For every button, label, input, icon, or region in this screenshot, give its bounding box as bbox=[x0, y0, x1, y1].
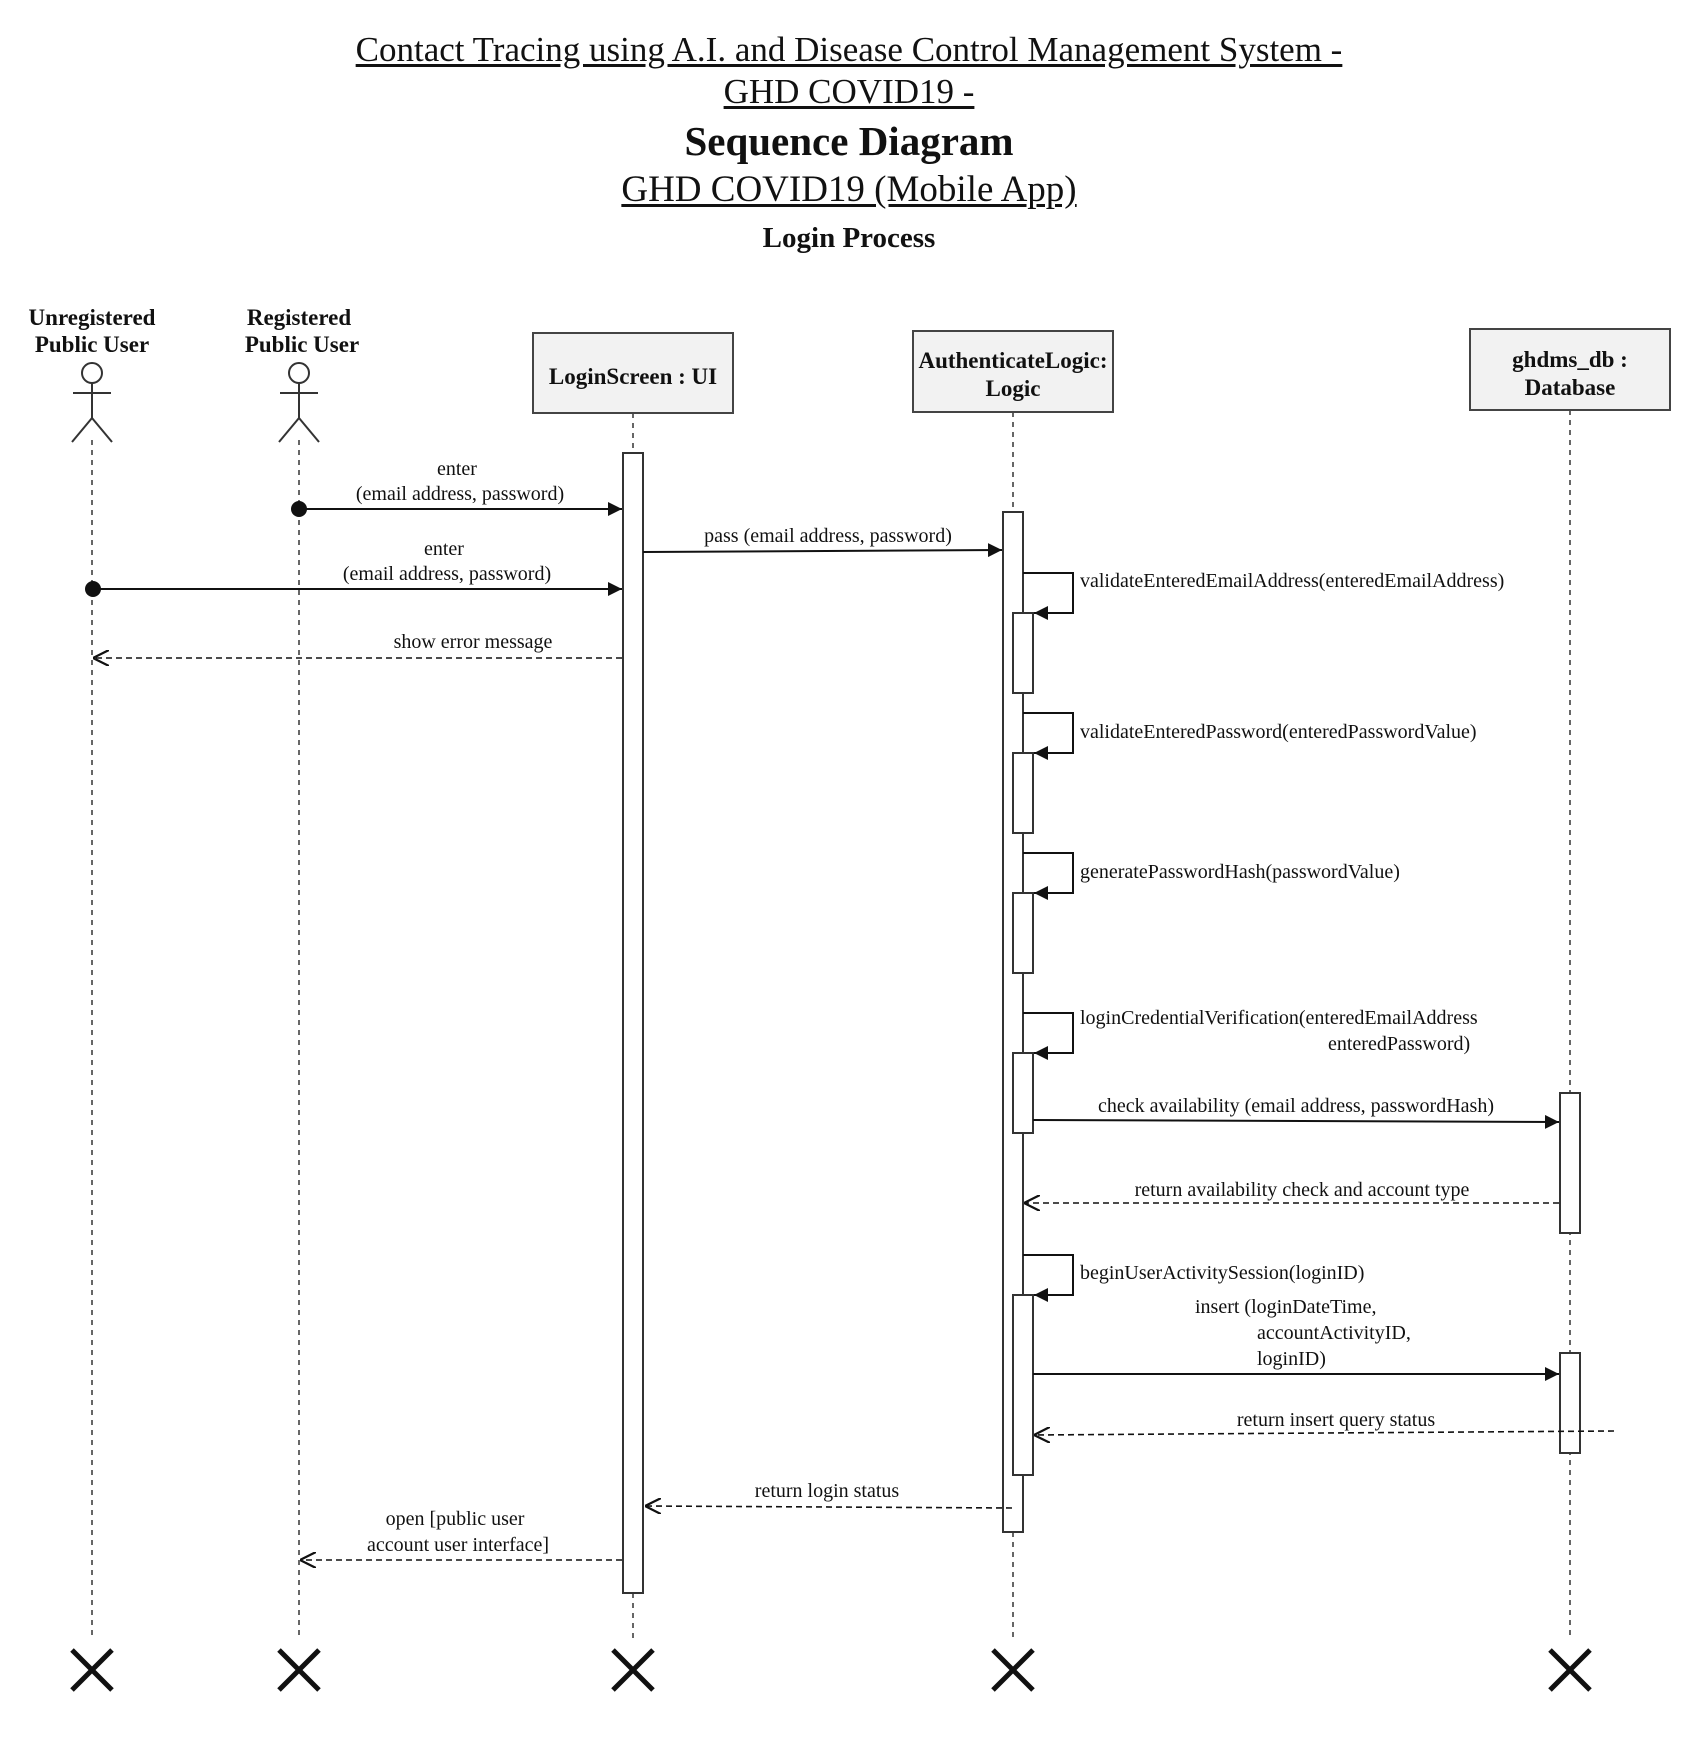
activation-ghdmsdb-1 bbox=[1559, 1092, 1581, 1234]
object-box-loginscreen bbox=[532, 332, 734, 414]
message-label: validateEnteredEmailAddress(enteredEmail… bbox=[1080, 570, 1504, 592]
message-label: insert (loginDateTime, bbox=[1195, 1296, 1376, 1318]
actor-registered-label-1: Registered bbox=[247, 305, 352, 330]
message-label: generatePasswordHash(passwordValue) bbox=[1080, 861, 1400, 883]
message-label: loginID) bbox=[1257, 1348, 1326, 1370]
message-label: account user interface] bbox=[367, 1534, 549, 1556]
message-label: enter bbox=[424, 538, 464, 560]
message-label: return insert query status bbox=[1237, 1409, 1435, 1431]
destroy-icon bbox=[1548, 1648, 1592, 1692]
message-label: open [public user bbox=[386, 1508, 525, 1530]
message-arrow-pass bbox=[642, 543, 1003, 558]
self-call-arrow bbox=[1023, 1012, 1074, 1060]
destroy-icon bbox=[611, 1648, 655, 1692]
activation-authlogic-self-1 bbox=[1012, 612, 1034, 694]
message-label: check availability (email address, passw… bbox=[1098, 1095, 1494, 1117]
activation-authlogic-self-3 bbox=[1012, 892, 1034, 974]
self-call-arrow bbox=[1023, 1254, 1074, 1302]
message-label: return login status bbox=[755, 1480, 900, 1502]
message-label: enter bbox=[437, 458, 477, 480]
actor-registered-label-2: Public User bbox=[245, 332, 359, 357]
message-label: pass (email address, password) bbox=[704, 525, 952, 547]
self-call-arrow bbox=[1023, 712, 1074, 760]
destroy-icon bbox=[277, 1648, 321, 1692]
destroy-icon bbox=[991, 1648, 1035, 1692]
destroy-icon bbox=[70, 1648, 114, 1692]
self-call-arrow bbox=[1023, 852, 1074, 900]
diagram-subtitle: GHD COVID19 (Mobile App) bbox=[621, 169, 1077, 210]
message-label: enteredPassword) bbox=[1328, 1033, 1470, 1055]
message-label: loginCredentialVerification(enteredEmail… bbox=[1080, 1007, 1478, 1029]
object-ghdmsdb-label-2: Database bbox=[1525, 375, 1616, 400]
message-label: beginUserActivitySession(loginID) bbox=[1080, 1262, 1364, 1284]
message-arrow-check-availability bbox=[1032, 1114, 1560, 1129]
object-box-authlogic bbox=[912, 330, 1114, 413]
actor-registered-icon bbox=[278, 362, 320, 443]
message-arrow-return-login-status bbox=[645, 1506, 1013, 1508]
object-authlogic-label-1: AuthenticateLogic: bbox=[918, 348, 1107, 373]
actor-unregistered-icon bbox=[71, 362, 113, 443]
message-label: accountActivityID, bbox=[1257, 1322, 1411, 1344]
activation-authlogic-self-2 bbox=[1012, 752, 1034, 834]
activation-authlogic-self-4 bbox=[1012, 1052, 1034, 1134]
activation-ghdmsdb-2 bbox=[1559, 1352, 1581, 1454]
message-arrow-return-insert bbox=[1034, 1431, 1615, 1435]
diagram-type-heading: Sequence Diagram bbox=[684, 118, 1014, 164]
object-box-ghdmsdb bbox=[1469, 328, 1671, 411]
self-call-arrow bbox=[1023, 572, 1074, 620]
object-authlogic-label-2: Logic bbox=[986, 376, 1041, 401]
diagram-title-line-2: GHD COVID19 - bbox=[723, 72, 975, 111]
object-loginscreen-label: LoginScreen : UI bbox=[549, 364, 717, 389]
diagram-title-line-1: Contact Tracing using A.I. and Disease C… bbox=[355, 30, 1343, 69]
message-label: show error message bbox=[394, 631, 553, 653]
message-label: (email address, password) bbox=[343, 563, 551, 585]
actor-unregistered-label-2: Public User bbox=[35, 332, 149, 357]
object-ghdmsdb-label-1: ghdms_db : bbox=[1512, 347, 1628, 372]
activation-loginscreen bbox=[622, 452, 644, 1594]
message-label: return availability check and account ty… bbox=[1135, 1179, 1470, 1201]
message-label: validateEnteredPassword(enteredPasswordV… bbox=[1080, 721, 1477, 743]
activation-authlogic-self-5 bbox=[1012, 1294, 1034, 1476]
process-name: Login Process bbox=[762, 222, 936, 254]
actor-unregistered-label-1: Unregistered bbox=[29, 305, 156, 330]
message-label: (email address, password) bbox=[356, 483, 564, 505]
